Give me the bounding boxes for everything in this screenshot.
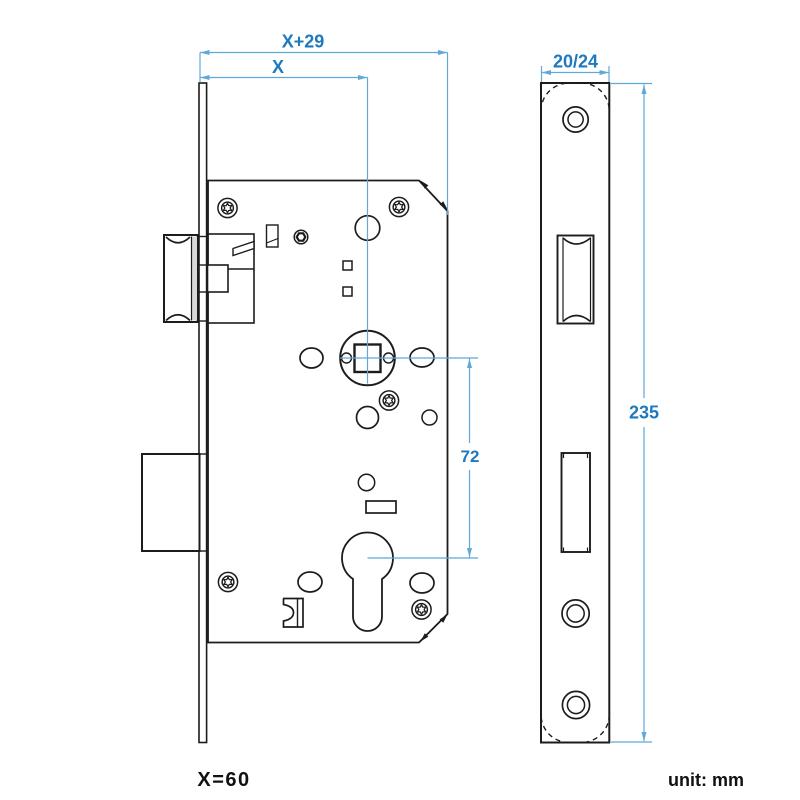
latch-housing <box>197 233 255 324</box>
forend-view <box>540 82 611 744</box>
hole-below-hub <box>355 405 380 430</box>
chamfer-arrow-top-b <box>439 201 448 210</box>
forend-screw-hole-top <box>562 106 590 133</box>
latch-bolt <box>163 234 208 323</box>
grub-screw-hex <box>295 232 307 242</box>
note-backset-value: X=60 <box>197 769 250 791</box>
guide-bracket <box>282 597 304 628</box>
latch-shade <box>191 236 197 321</box>
square-hole-2 <box>342 286 353 297</box>
dim-label-centre-distance: 72 <box>461 447 480 466</box>
deadbolt-cutout <box>560 452 591 553</box>
stop-slide <box>265 224 279 248</box>
dimensions: X+29 X 20/24 235 <box>199 32 659 743</box>
dim-forend-width: 20/24 <box>540 52 610 82</box>
latch-cutout <box>556 234 595 325</box>
grub-screw <box>293 229 309 245</box>
forend-screw-hole-middle <box>561 599 591 628</box>
dim-label-forend-length: 235 <box>629 403 659 423</box>
faceplate-front <box>198 82 208 744</box>
rounded-corner-arcs <box>540 82 610 744</box>
dim-label-backset: X <box>272 57 284 77</box>
slot-hole <box>365 500 397 514</box>
dim-label-case-depth: X+29 <box>282 32 325 52</box>
fixing-hole-right <box>409 572 435 594</box>
chamfer-arrow-bottom-a <box>420 633 429 642</box>
forend-screw-hole-bottom <box>561 690 591 720</box>
square-hole-1 <box>342 260 353 271</box>
note-unit: unit: mm <box>668 770 744 790</box>
latch-lever <box>232 240 255 257</box>
chamfer-arrow-top-a <box>420 180 429 189</box>
chamfer-arrow-bottom-b <box>439 614 448 623</box>
front-view <box>141 82 449 744</box>
small-hole-centre <box>357 473 376 492</box>
fixing-hole-left <box>297 571 323 593</box>
small-hole-right <box>421 409 438 426</box>
deadbolt <box>141 453 201 552</box>
forend-plate <box>540 82 611 744</box>
handle-screw-hole-left <box>299 347 324 369</box>
dim-label-forend-width: 20/24 <box>553 52 598 72</box>
dim-forend-length: 235 <box>611 82 659 743</box>
dim-centre-distance: 72 <box>340 357 480 559</box>
dim-backset: X <box>200 57 369 384</box>
dim-case-depth-total: X+29 <box>199 32 449 215</box>
lock-case-outline <box>207 179 449 644</box>
